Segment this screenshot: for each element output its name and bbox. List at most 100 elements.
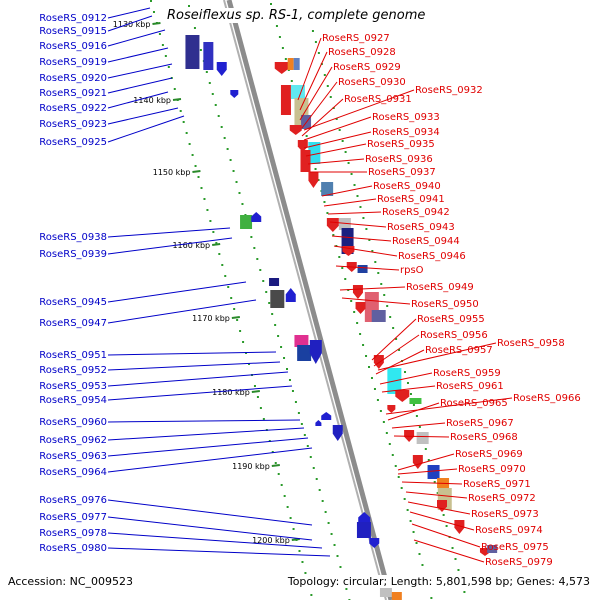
gene-arrow bbox=[326, 218, 339, 232]
track-dot bbox=[374, 261, 377, 263]
gene-label-right[interactable]: RoseRS_0955 bbox=[417, 314, 485, 325]
leader-line bbox=[299, 66, 333, 121]
gene-label-right[interactable]: RoseRS_0979 bbox=[485, 557, 553, 568]
gene-label-left[interactable]: RoseRS_0939 bbox=[39, 249, 107, 260]
gene-label-left[interactable]: RoseRS_0919 bbox=[39, 57, 107, 68]
gene-arrow bbox=[358, 512, 371, 524]
gene-label-left[interactable]: RoseRS_0920 bbox=[39, 73, 107, 84]
kbp-label: 1150 kbp bbox=[153, 168, 191, 177]
gene-label-left[interactable]: RoseRS_0921 bbox=[39, 88, 107, 99]
gene-label-left[interactable]: RoseRS_0977 bbox=[39, 512, 107, 523]
gene-label-right[interactable]: RoseRS_0966 bbox=[513, 393, 581, 404]
gene-label-right[interactable]: RoseRS_0941 bbox=[377, 194, 445, 205]
track-dot bbox=[376, 399, 379, 401]
gene-label-left[interactable]: RoseRS_0962 bbox=[39, 435, 107, 446]
gene-label-right[interactable]: RoseRS_0971 bbox=[463, 479, 531, 490]
leader-line bbox=[375, 349, 425, 375]
gene-label-left[interactable]: RoseRS_0912 bbox=[39, 13, 107, 24]
track-dot bbox=[324, 511, 327, 513]
gene-label-right[interactable]: RoseRS_0974 bbox=[475, 525, 543, 536]
track-dot bbox=[418, 426, 421, 428]
gene-label-left[interactable]: RoseRS_0952 bbox=[39, 365, 107, 376]
track-dot bbox=[395, 338, 398, 340]
gene-label-right[interactable]: RoseRS_0934 bbox=[372, 127, 440, 138]
gene-arrow bbox=[230, 90, 239, 98]
gene-arrow bbox=[437, 500, 447, 512]
leader-line bbox=[307, 158, 365, 165]
gene-label-left[interactable]: RoseRS_0964 bbox=[39, 467, 107, 478]
gene-label-left[interactable]: RoseRS_0953 bbox=[39, 381, 107, 392]
leader-line bbox=[381, 385, 436, 393]
track-dot bbox=[238, 192, 241, 194]
gene-label-left[interactable]: RoseRS_0980 bbox=[39, 543, 107, 554]
track-dot bbox=[310, 594, 313, 596]
gene-label-right[interactable]: RoseRS_0969 bbox=[455, 449, 523, 460]
track-dot bbox=[309, 456, 312, 458]
gene-label-right[interactable]: RoseRS_0968 bbox=[450, 432, 518, 443]
track-dot bbox=[283, 357, 286, 359]
gene-label-left[interactable]: RoseRS_0954 bbox=[39, 395, 107, 406]
gene-label-right[interactable]: RoseRS_0949 bbox=[406, 282, 474, 293]
gene-label-right[interactable]: RoseRS_0928 bbox=[328, 47, 396, 58]
gene-label-right[interactable]: rpsO bbox=[400, 265, 424, 276]
gene-label-left[interactable]: RoseRS_0947 bbox=[39, 318, 107, 329]
track-dot bbox=[412, 531, 415, 533]
gene-label-right[interactable]: RoseRS_0972 bbox=[468, 493, 536, 504]
leader-line bbox=[385, 397, 513, 415]
track-dot bbox=[457, 569, 460, 571]
gene-label-right[interactable]: RoseRS_0957 bbox=[425, 345, 493, 356]
gene-label-right[interactable]: RoseRS_0946 bbox=[398, 251, 466, 262]
gene-label-right[interactable]: RoseRS_0930 bbox=[338, 77, 406, 88]
leader-line bbox=[107, 299, 257, 324]
gene-label-right[interactable]: RoseRS_0956 bbox=[420, 330, 488, 341]
gene-label-right[interactable]: RoseRS_0937 bbox=[368, 167, 436, 178]
gene-label-right[interactable]: RoseRS_0973 bbox=[471, 509, 539, 520]
gene-label-right[interactable]: RoseRS_0965 bbox=[440, 398, 508, 409]
gene-label-right[interactable]: RoseRS_0942 bbox=[382, 207, 450, 218]
track-dot bbox=[224, 275, 227, 277]
gene-label-right[interactable]: RoseRS_0936 bbox=[365, 154, 433, 165]
gene-label-left[interactable]: RoseRS_0960 bbox=[39, 417, 107, 428]
gene-label-left[interactable]: RoseRS_0976 bbox=[39, 495, 107, 506]
gene-label-right[interactable]: RoseRS_0940 bbox=[373, 181, 441, 192]
gene-label-left[interactable]: RoseRS_0938 bbox=[39, 232, 107, 243]
gene-label-right[interactable]: RoseRS_0931 bbox=[344, 94, 412, 105]
track-dot bbox=[362, 217, 365, 219]
gene-label-right[interactable]: RoseRS_0933 bbox=[372, 112, 440, 123]
gene-label-right[interactable]: RoseRS_0929 bbox=[333, 62, 401, 73]
gene-label-right[interactable]: RoseRS_0970 bbox=[458, 464, 526, 475]
gene-label-left[interactable]: RoseRS_0945 bbox=[39, 297, 107, 308]
gene-arrow bbox=[274, 62, 289, 74]
track-dot bbox=[379, 410, 382, 412]
gene-label-right[interactable]: RoseRS_0932 bbox=[415, 85, 483, 96]
gene-label-right[interactable]: RoseRS_0935 bbox=[367, 139, 435, 150]
gene-label-right[interactable]: RoseRS_0967 bbox=[446, 418, 514, 429]
topology-text: Topology: circular; Length: 5,801,598 bp… bbox=[287, 575, 590, 588]
track-dot bbox=[164, 55, 167, 57]
gene-label-left[interactable]: RoseRS_0916 bbox=[39, 41, 107, 52]
gene-label-right[interactable]: RoseRS_0975 bbox=[481, 542, 549, 553]
track-dot bbox=[182, 121, 185, 123]
gene-label-right[interactable]: RoseRS_0961 bbox=[436, 381, 504, 392]
gene-label-right[interactable]: RoseRS_0943 bbox=[387, 222, 455, 233]
leader-line bbox=[327, 211, 382, 215]
gene-label-right[interactable]: RoseRS_0950 bbox=[411, 299, 479, 310]
accession-text: Accession: NC_009523 bbox=[8, 575, 134, 588]
gene-label-right[interactable]: RoseRS_0927 bbox=[322, 33, 390, 44]
track-dot bbox=[412, 404, 415, 406]
gene-label-left[interactable]: RoseRS_0963 bbox=[39, 451, 107, 462]
gene-label-left[interactable]: RoseRS_0922 bbox=[39, 103, 107, 114]
gene-label-right[interactable]: RoseRS_0944 bbox=[392, 236, 460, 247]
gene-label-right[interactable]: RoseRS_0958 bbox=[497, 338, 565, 349]
leader-line bbox=[107, 47, 169, 63]
leader-line bbox=[409, 511, 475, 531]
gene-label-left[interactable]: RoseRS_0925 bbox=[39, 137, 107, 148]
gene-label-left[interactable]: RoseRS_0923 bbox=[39, 119, 107, 130]
track-dot bbox=[314, 41, 317, 43]
gene-label-left[interactable]: RoseRS_0915 bbox=[39, 26, 107, 37]
track-dot bbox=[394, 465, 397, 467]
gene-label-left[interactable]: RoseRS_0951 bbox=[39, 350, 107, 361]
gene-label-left[interactable]: RoseRS_0978 bbox=[39, 528, 107, 539]
left-gene-labels: RoseRS_0912RoseRS_0915RoseRS_0916RoseRS_… bbox=[39, 7, 331, 557]
gene-label-right[interactable]: RoseRS_0959 bbox=[433, 368, 501, 379]
